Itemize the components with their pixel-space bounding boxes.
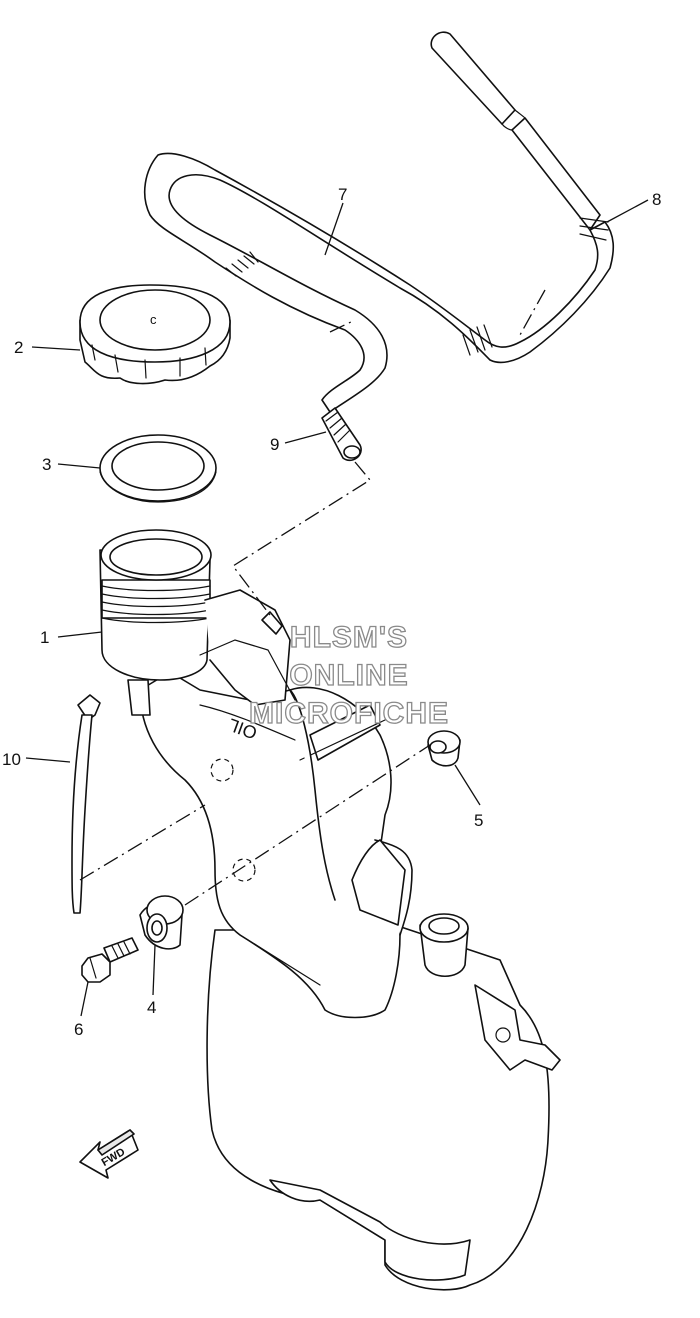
watermark-line3: MICROFICHE: [249, 697, 449, 730]
cable-tie[interactable]: [72, 695, 100, 913]
fwd-direction-arrow: FWD: [80, 1130, 138, 1178]
callout-1[interactable]: 1: [40, 628, 49, 647]
callout-7[interactable]: 7: [338, 185, 347, 204]
oil-tank[interactable]: OIL: [100, 530, 560, 1290]
watermark-line1: HLSM'S: [290, 621, 408, 654]
callout-5[interactable]: 5: [474, 811, 483, 830]
watermark-line2: ONLINE: [289, 659, 408, 692]
leader-lines: [26, 200, 648, 1016]
callout-10[interactable]: 10: [2, 750, 21, 769]
cap-mark: c: [150, 312, 157, 327]
bolt[interactable]: [82, 938, 138, 982]
assembly-lines: [80, 290, 545, 905]
callout-4[interactable]: 4: [147, 998, 156, 1017]
breather-hose-short[interactable]: [322, 408, 361, 460]
callout-8[interactable]: 8: [652, 190, 661, 209]
filler-cap[interactable]: c: [80, 285, 230, 384]
callout-6[interactable]: 6: [74, 1020, 83, 1039]
callouts: 1 2 3 4 5 6 7 8 9 10: [2, 185, 661, 1039]
callout-2[interactable]: 2: [14, 338, 23, 357]
breather-hose[interactable]: [145, 32, 614, 412]
callout-3[interactable]: 3: [42, 455, 51, 474]
callout-9[interactable]: 9: [270, 435, 279, 454]
collar[interactable]: [428, 731, 460, 766]
watermark: HLSM'S ONLINE MICROFICHE: [248, 620, 449, 730]
grommet[interactable]: [140, 896, 183, 949]
cap-gasket[interactable]: [100, 435, 216, 502]
